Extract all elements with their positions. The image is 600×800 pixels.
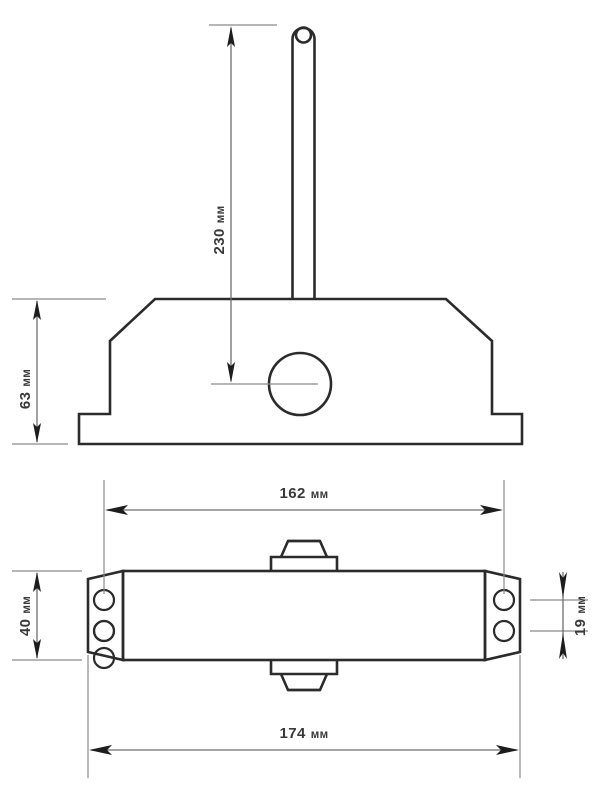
mounting-hole-right-bottom xyxy=(492,619,516,643)
dim-40-arrow-top xyxy=(33,572,41,592)
dim-162-arrow-right xyxy=(480,505,503,515)
dim-63-label: 63мм xyxy=(17,369,34,409)
dim-230-arrow-top xyxy=(227,26,235,47)
side-elevation-view: 230мм 63мм xyxy=(12,24,524,446)
lever-arm-eyelet-hole xyxy=(294,26,313,44)
closer-body-side-profile xyxy=(77,297,524,446)
dim-19-arrow-bottom xyxy=(559,633,567,659)
right-mounting-bracket xyxy=(483,569,522,662)
dimension-body-height: 63мм xyxy=(12,298,106,445)
dimension-arm-height: 230мм xyxy=(209,24,277,383)
dim-63-arrow-bottom xyxy=(33,423,41,443)
dim-230-arrow-bottom xyxy=(227,362,235,383)
dim-174-arrow-left xyxy=(89,745,112,755)
dim-174-arrow-right xyxy=(496,745,519,755)
bottom-spindle-plate xyxy=(269,660,339,676)
dim-63-arrow-top xyxy=(33,300,41,320)
mounting-hole-left-bottom xyxy=(92,646,116,670)
dim-40-label: 40мм xyxy=(17,596,34,636)
top-spindle-plate xyxy=(269,555,339,571)
dim-40-arrow-bottom xyxy=(33,639,41,659)
dimension-body-width: 40мм xyxy=(12,570,82,661)
dim-19-label: 19мм xyxy=(572,596,589,636)
left-mounting-bracket xyxy=(86,569,125,662)
dim-19-arrow-top xyxy=(559,572,567,598)
mounting-hole-left-lower xyxy=(92,619,116,643)
dimension-hole-spacing: 19мм xyxy=(530,572,589,659)
dim-230-label: 230мм xyxy=(211,205,228,254)
dim-162-arrow-left xyxy=(105,505,128,515)
